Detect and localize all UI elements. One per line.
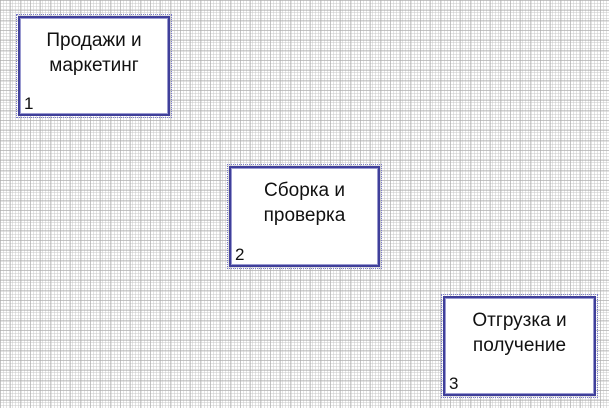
process-block-assembly-check[interactable]: Сборка и проверка 2 bbox=[227, 164, 382, 269]
process-block-label: Продажи и маркетинг bbox=[46, 30, 142, 76]
process-block-number: 3 bbox=[449, 374, 459, 393]
process-block-number: 2 bbox=[235, 245, 245, 264]
process-block-label: Сборка и проверка bbox=[263, 180, 346, 226]
process-block-label: Отгрузка и получение bbox=[472, 310, 567, 356]
process-block-shipping-receiving[interactable]: Отгрузка и получение 3 bbox=[441, 294, 598, 398]
process-block-number: 1 bbox=[24, 94, 34, 113]
process-block-sales-marketing[interactable]: Продажи и маркетинг 1 bbox=[16, 14, 172, 118]
